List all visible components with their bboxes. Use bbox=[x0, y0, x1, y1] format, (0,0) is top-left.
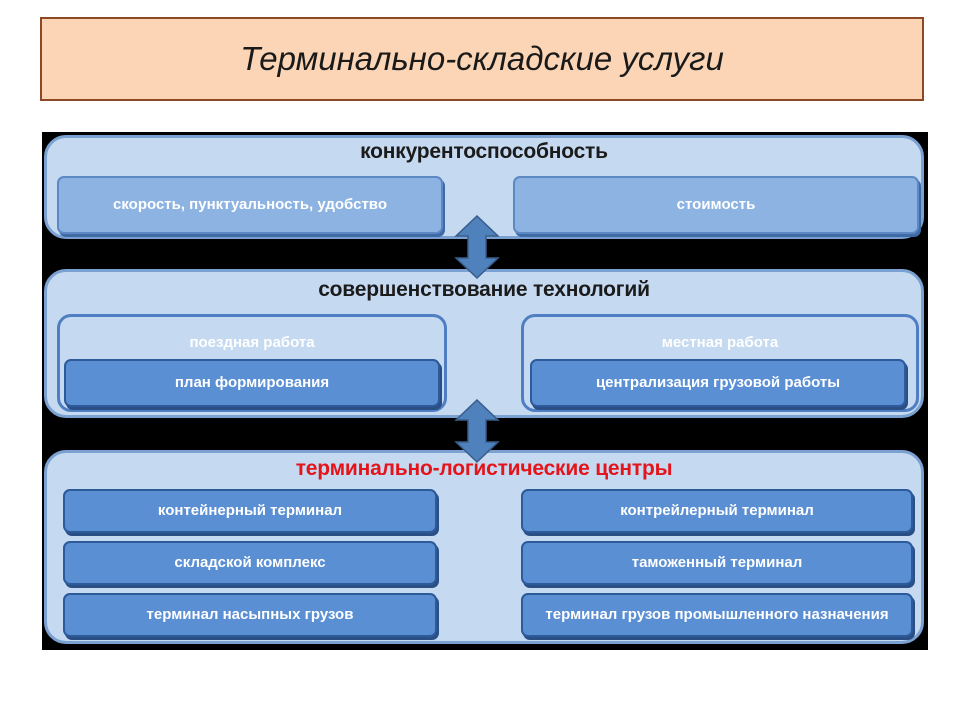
formation-plan-box: план формирования bbox=[64, 359, 440, 407]
title-box: Терминально-складские услуги bbox=[40, 17, 924, 101]
local-work-panel: местная работа централизация грузовой ра… bbox=[521, 314, 919, 412]
slide-title: Терминально-складские услуги bbox=[240, 40, 724, 77]
competitiveness-panel: конкурентоспособность скорость, пунктуал… bbox=[44, 135, 924, 239]
train-work-title: поездная работа bbox=[189, 334, 315, 351]
industrial-cargo-terminal-box: терминал грузов промышленного назначения bbox=[521, 593, 913, 637]
technology-title: совершенствование технологий bbox=[318, 278, 650, 301]
warehouse-complex-box: складской комплекс bbox=[63, 541, 437, 585]
technology-panel: совершенствование технологий поездная ра… bbox=[44, 269, 924, 418]
diagram: конкурентоспособность скорость, пунктуал… bbox=[42, 132, 928, 650]
logistics-centers-panel: терминально-логистические центры контейн… bbox=[44, 450, 924, 644]
train-work-panel: поездная работа план формирования bbox=[57, 314, 447, 412]
competitiveness-title: конкурентоспособность bbox=[360, 140, 608, 163]
bulk-cargo-terminal-box: терминал насыпных грузов bbox=[63, 593, 437, 637]
double-arrow-icon-bottom bbox=[454, 398, 500, 464]
logistics-centers-title: терминально-логистические центры bbox=[295, 457, 673, 480]
piggyback-terminal-box: контрейлерный терминал bbox=[521, 489, 913, 533]
container-terminal-box: контейнерный терминал bbox=[63, 489, 437, 533]
double-arrow-icon-top bbox=[454, 214, 500, 280]
local-work-title: местная работа bbox=[661, 334, 779, 351]
speed-punctuality-box: скорость, пунктуальность, удобство bbox=[57, 176, 443, 234]
freight-centralization-box: централизация грузовой работы bbox=[530, 359, 906, 407]
customs-terminal-box: таможенный терминал bbox=[521, 541, 913, 585]
cost-box: стоимость bbox=[513, 176, 919, 234]
